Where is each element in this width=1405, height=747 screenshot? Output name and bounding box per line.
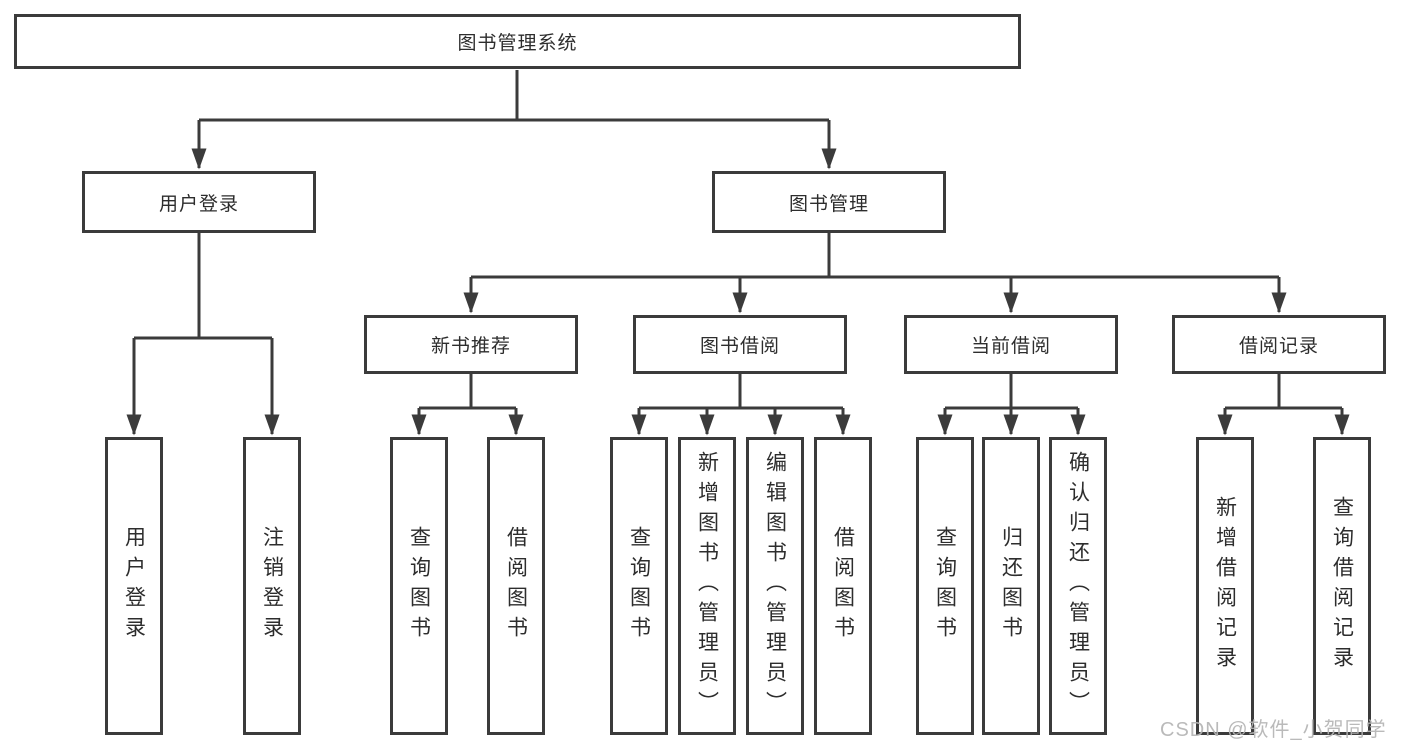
leaf-confirm-return-admin-label: 确认归还（管理员） — [1066, 451, 1090, 721]
leaf-borrow-books-2: 借阅图书 — [814, 437, 872, 735]
leaf-add-borrow-record: 新增借阅记录 — [1196, 437, 1254, 735]
csdn-watermark: CSDN @软件_小贺同学 — [1160, 719, 1387, 741]
node-borrow-record-label: 借阅记录 — [1238, 336, 1319, 357]
connector-user-login — [126, 233, 280, 436]
connector-current-borrow — [937, 374, 1086, 436]
leaf-query-borrow-record: 查询借阅记录 — [1313, 437, 1371, 735]
node-book-borrow-label: 图书借阅 — [699, 336, 780, 357]
leaf-borrow-books-2-label: 借阅图书 — [831, 526, 855, 646]
leaf-edit-books-admin: 编辑图书（管理员） — [746, 437, 804, 735]
leaf-query-borrow-record-label: 查询借阅记录 — [1330, 496, 1354, 676]
node-new-book-recommend-label: 新书推荐 — [430, 336, 511, 357]
leaf-user-login-label: 用户登录 — [122, 526, 146, 646]
node-book-management-label: 图书管理 — [788, 193, 869, 215]
leaf-add-books-admin: 新增图书（管理员） — [678, 437, 736, 735]
node-book-borrow: 图书借阅 — [633, 315, 847, 374]
leaf-return-books-label: 归还图书 — [999, 526, 1023, 646]
leaf-query-books-1-label: 查询图书 — [407, 526, 431, 646]
node-book-management: 图书管理 — [712, 171, 946, 233]
node-user-login-label: 用户登录 — [158, 193, 239, 215]
node-new-book-recommend: 新书推荐 — [364, 315, 578, 374]
leaf-query-books-3-label: 查询图书 — [933, 526, 957, 646]
node-root-label: 图书管理系统 — [457, 33, 578, 54]
node-borrow-record: 借阅记录 — [1172, 315, 1386, 374]
node-current-borrow-label: 当前借阅 — [970, 336, 1051, 357]
leaf-edit-books-admin-label: 编辑图书（管理员） — [763, 451, 787, 721]
connector-book-borrow — [631, 374, 851, 436]
leaf-logout: 注销登录 — [243, 437, 301, 735]
node-root: 图书管理系统 — [14, 14, 1021, 69]
node-current-borrow: 当前借阅 — [904, 315, 1118, 374]
node-user-login: 用户登录 — [82, 171, 316, 233]
leaf-query-books-3: 查询图书 — [916, 437, 974, 735]
leaf-query-books-2-label: 查询图书 — [627, 526, 651, 646]
leaf-add-borrow-record-label: 新增借阅记录 — [1213, 496, 1237, 676]
leaf-user-login: 用户登录 — [105, 437, 163, 735]
leaf-query-books-1: 查询图书 — [390, 437, 448, 735]
connector-root — [191, 70, 837, 170]
leaf-add-books-admin-label: 新增图书（管理员） — [695, 451, 719, 721]
connector-borrow-record — [1217, 374, 1350, 436]
leaf-return-books: 归还图书 — [982, 437, 1040, 735]
leaf-logout-label: 注销登录 — [260, 526, 284, 646]
leaf-query-books-2: 查询图书 — [610, 437, 668, 735]
connector-book-management — [463, 233, 1287, 314]
leaf-confirm-return-admin: 确认归还（管理员） — [1049, 437, 1107, 735]
connector-new-book-recommend — [411, 374, 524, 436]
leaf-borrow-books-1: 借阅图书 — [487, 437, 545, 735]
leaf-borrow-books-1-label: 借阅图书 — [504, 526, 528, 646]
